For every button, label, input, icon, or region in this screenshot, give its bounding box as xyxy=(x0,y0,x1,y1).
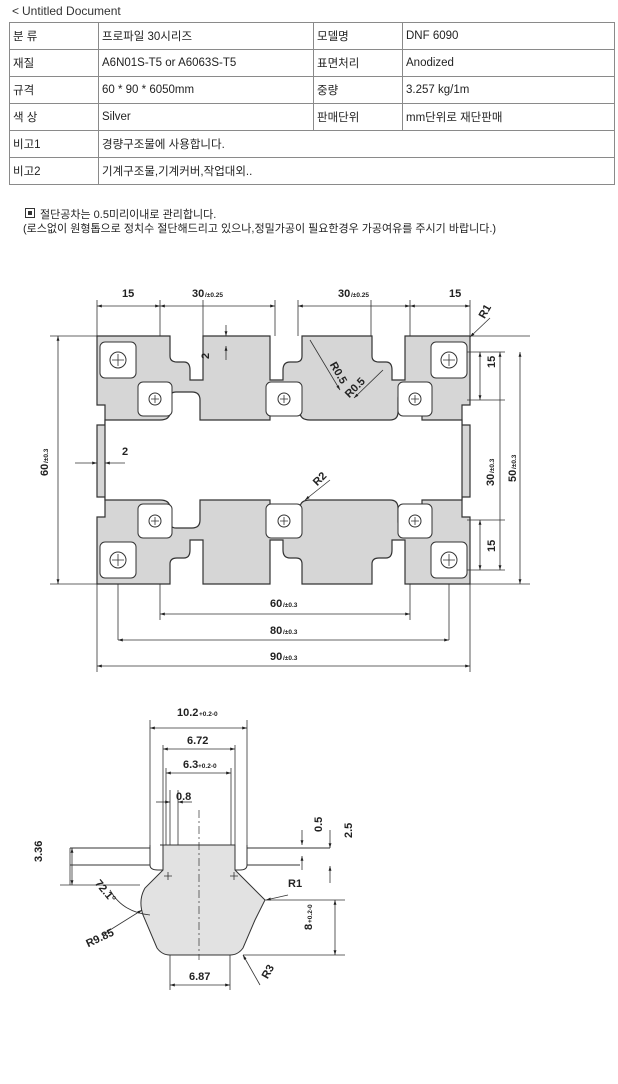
dim-6-3: 6.3 xyxy=(183,759,198,771)
dim-right-30: 30 xyxy=(485,474,497,486)
dim-wall-top: 2 xyxy=(200,353,212,359)
dim-bot-80: 80 xyxy=(270,625,282,637)
spec-value: mm단위로 재단판매 xyxy=(402,103,615,131)
dim-0-8: 0.8 xyxy=(176,791,191,803)
spec-value: Silver xyxy=(98,103,314,131)
dim-top-15-right: 15 xyxy=(449,288,461,300)
checkbox-bullet-icon xyxy=(25,208,35,218)
spec-label: 중량 xyxy=(313,76,403,104)
dim-10-2: 10.2 xyxy=(177,707,198,719)
dim-6-3-tol: +0.2-0 xyxy=(198,763,217,770)
dim-right-50: 50 xyxy=(507,470,519,482)
table-row: 분 류 프로파일 30시리즈 모델명 DNF 6090 xyxy=(9,22,615,50)
dim-8: 8 xyxy=(303,924,315,930)
dim-wall-left: 2 xyxy=(122,446,128,458)
dim-right-30-tol: /±0.3 xyxy=(489,458,496,473)
spec-value: 3.257 kg/1m xyxy=(402,76,615,104)
table-row: 색 상 Silver 판매단위 mm단위로 재단판매 xyxy=(9,103,615,131)
dim-right-15-bot: 15 xyxy=(486,540,498,552)
dim-angle: 72.1° xyxy=(92,878,118,905)
dim-top-30-left: 30 xyxy=(192,288,204,300)
dim-bot-90-tol: /±0.3 xyxy=(283,655,298,662)
dim-8-tol: +0.2-0 xyxy=(307,904,314,923)
spec-label: 비고1 xyxy=(9,130,99,158)
window-title-bar: <Untitled Document xyxy=(12,4,121,18)
spec-value: 기계구조물,기계커버,작업대외.. xyxy=(98,157,615,185)
slot-detail-drawing xyxy=(70,810,330,960)
spec-label: 재질 xyxy=(9,49,99,77)
slot-crosshairs xyxy=(112,354,455,566)
spec-value: 프로파일 30시리즈 xyxy=(98,22,314,50)
dim-left-60-tol: /±0.3 xyxy=(43,448,50,463)
note-line-2: (로스없이 원형톱으로 정치수 절단해드리고 있으나,정밀가공이 필요한경우 가… xyxy=(23,223,497,235)
spec-label: 분 류 xyxy=(9,22,99,50)
dim-bot-60-tol: /±0.3 xyxy=(283,602,298,609)
dim-6-87: 6.87 xyxy=(189,971,210,983)
dim-r9-85: R9.85 xyxy=(84,927,116,950)
slot-detail-dimension-lines xyxy=(60,720,345,990)
dim-top-15-left: 15 xyxy=(122,288,134,300)
spec-value: DNF 6090 xyxy=(402,22,615,50)
dim-right-50-tol: /±0.3 xyxy=(511,454,518,469)
dim-left-60: 60 xyxy=(39,464,51,476)
spec-value: A6N01S-T5 or A6063S-T5 xyxy=(98,49,314,77)
back-arrow[interactable]: < xyxy=(12,4,20,18)
dim-3-36: 3.36 xyxy=(33,841,45,862)
dim-right-15-top: 15 xyxy=(486,356,498,368)
dim-2-5: 2.5 xyxy=(343,823,355,838)
dim-6-72: 6.72 xyxy=(187,735,208,747)
dim-0-5: 0.5 xyxy=(313,817,325,832)
cutting-notes: 절단공차는 0.5미리이내로 관리합니다. (로스없이 원형톱으로 정치수 절단… xyxy=(23,208,497,236)
dim-r3: R3 xyxy=(260,963,277,981)
spec-table: 분 류 프로파일 30시리즈 모델명 DNF 6090 재질 A6N01S-T5… xyxy=(9,22,615,185)
table-row: 비고2 기계구조물,기계커버,작업대외.. xyxy=(9,157,615,185)
table-row: 비고1 경량구조물에 사용합니다. xyxy=(9,130,615,158)
spec-label: 판매단위 xyxy=(313,103,403,131)
dim-r1: R1 xyxy=(477,303,494,321)
dim-bot-60: 60 xyxy=(270,598,282,610)
profile-cross-section xyxy=(96,335,471,585)
dim-top-30-left-tol: /±0.25 xyxy=(205,292,223,299)
dim-bot-90: 90 xyxy=(270,651,282,663)
dim-top-30-right-tol: /±0.25 xyxy=(351,292,369,299)
spec-label: 비고2 xyxy=(9,157,99,185)
profile-dimension-lines xyxy=(50,300,530,672)
document-title: Untitled Document xyxy=(22,4,121,18)
table-row: 규격 60 * 90 * 6050mm 중량 3.257 kg/1m xyxy=(9,76,615,104)
dim-r1-slot: R1 xyxy=(288,878,302,890)
note-line-1: 절단공차는 0.5미리이내로 관리합니다. xyxy=(40,209,217,221)
spec-value: 60 * 90 * 6050mm xyxy=(98,76,314,104)
dim-10-2-tol: +0.2-0 xyxy=(199,711,218,718)
spec-value: 경량구조물에 사용합니다. xyxy=(98,130,615,158)
dim-bot-80-tol: /±0.3 xyxy=(283,629,298,636)
dim-top-30-right: 30 xyxy=(338,288,350,300)
